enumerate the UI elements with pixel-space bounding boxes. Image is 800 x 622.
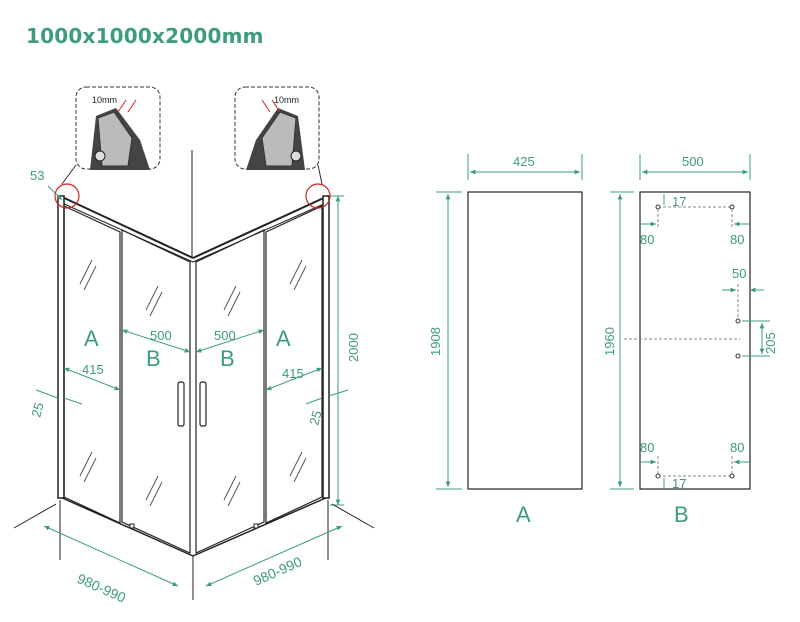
bottom-left-hole <box>655 473 661 479</box>
right-wall-gap: 25 <box>306 409 324 427</box>
right-door-handle <box>199 381 207 427</box>
left-door-width: 500 <box>150 328 172 343</box>
right-wall-profile <box>322 195 330 499</box>
product-dimensions-title: 1000x1000x2000mm <box>26 24 264 48</box>
left-door-width-line <box>121 329 191 353</box>
panel-a-label: A <box>516 502 531 527</box>
right-sliding-door <box>195 229 265 554</box>
panel-a-outline <box>467 191 583 490</box>
left-fixed-width: 415 <box>82 362 104 377</box>
right-detail-callout: 10mm <box>234 86 320 170</box>
left-door-handle <box>177 381 185 427</box>
right-fixed-glass <box>265 205 323 524</box>
top-hole-offset: 17 <box>672 194 686 209</box>
handle-spacing: 205 <box>763 332 778 354</box>
left-door-label: B <box>146 346 161 371</box>
handle-hole-upper <box>735 318 741 324</box>
height-dimension: 2000 <box>346 333 361 362</box>
left-bottom-rail <box>59 496 194 557</box>
detail-gap-label-right: 10mm <box>274 95 299 105</box>
corner-dimension-line <box>47 185 63 201</box>
left-wall-profile <box>57 195 65 499</box>
corner-dimension: 53 <box>30 168 44 183</box>
right-door-width: 500 <box>214 328 236 343</box>
panel-b-outline <box>639 191 751 490</box>
left-wall-gap-line <box>35 389 59 399</box>
shower-enclosure: 10mm 10mm 53 2000 A B B A 500 500 <box>13 86 375 606</box>
left-wall-gap-line-2 <box>63 397 83 405</box>
right-fixed-width-line <box>265 367 323 391</box>
callout-leader-right <box>317 164 323 185</box>
bottom-roller <box>253 523 259 529</box>
left-base-dimension-line <box>43 525 179 587</box>
panel-a-drawing: 425 1908 A <box>428 154 583 527</box>
right-base-dimension: 980-990 <box>251 553 305 589</box>
left-sliding-door <box>121 229 191 554</box>
panel-b-label: B <box>674 502 689 527</box>
top-left-hole <box>655 204 661 210</box>
bottom-right-margin: 80 <box>730 440 744 455</box>
top-right-margin: 80 <box>730 232 744 247</box>
glass-reflection-marks <box>79 259 307 507</box>
panel-b-width: 500 <box>682 154 704 169</box>
left-corner-highlight <box>54 183 80 209</box>
top-left-margin: 80 <box>640 232 654 247</box>
right-top-rail <box>192 195 329 259</box>
panel-b-drawing: 500 1960 17 80 80 50 205 <box>602 154 778 527</box>
panel-a-height: 1908 <box>428 327 443 356</box>
right-base-dimension-line <box>205 525 343 587</box>
bottom-left-margin: 80 <box>640 440 654 455</box>
bottom-right-hole <box>729 473 735 479</box>
right-fixed-panel-label: A <box>276 326 291 351</box>
left-top-rail <box>59 195 194 259</box>
right-fixed-width: 415 <box>282 366 304 381</box>
right-wall-gap-line <box>305 397 323 405</box>
right-wall-base <box>331 503 375 529</box>
left-base-dimension: 980-990 <box>75 570 129 606</box>
top-right-hole <box>729 204 735 210</box>
left-detail-callout: 10mm <box>75 86 161 170</box>
left-fixed-width-line <box>63 367 121 391</box>
callout-leader-left <box>61 164 77 185</box>
detail-gap-label-left: 10mm <box>92 95 117 105</box>
left-fixed-panel-label: A <box>84 326 99 351</box>
bottom-roller <box>129 523 135 529</box>
right-door-label: B <box>220 346 235 371</box>
right-bottom-rail <box>192 496 329 557</box>
bottom-hole-offset: 17 <box>672 476 686 491</box>
left-wall-gap: 25 <box>28 401 46 419</box>
edge-offset: 50 <box>732 266 746 281</box>
handle-hole-lower <box>735 353 741 359</box>
right-door-width-line <box>195 329 265 353</box>
panel-a-width: 425 <box>513 154 535 169</box>
left-fixed-glass <box>63 205 121 524</box>
right-wall-gap-line-2 <box>328 389 349 397</box>
panel-b-height: 1960 <box>602 327 617 356</box>
left-wall-base <box>13 503 57 529</box>
